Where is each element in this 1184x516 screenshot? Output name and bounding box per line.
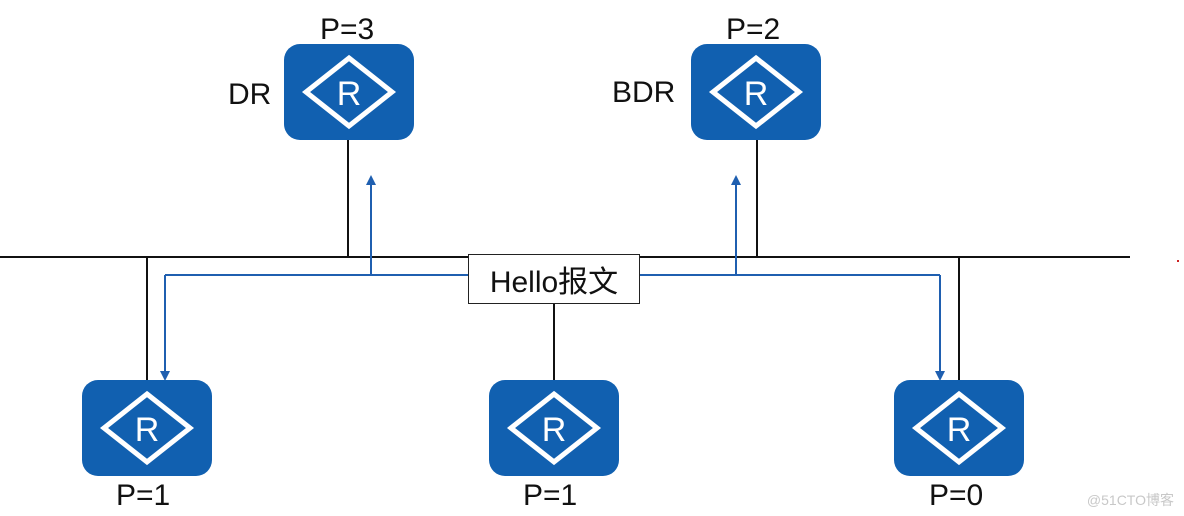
router-icon: R [691,44,821,140]
router-letter: R [337,75,362,113]
router-icon: R [284,44,414,140]
router-letter: R [947,411,972,449]
role-label-bdr: BDR [612,76,676,109]
router-icon: R [894,380,1024,476]
priority-label-bottom-left: P=1 [116,479,171,512]
priority-label-dr: P=3 [320,13,375,46]
hello-message-label: Hello报文 [468,254,640,304]
priority-label-bottom-center: P=1 [523,479,578,512]
watermark: @51CTO博客 [1086,492,1174,508]
priority-label-bottom-right: P=0 [929,479,984,512]
router-icon: R [82,380,212,476]
role-label-dr: DR [228,78,272,111]
priority-label-bdr: P=2 [726,13,781,46]
router-letter: R [135,411,160,449]
stray-dot [1177,260,1179,262]
router-letter: R [744,75,769,113]
router-letter: R [542,411,567,449]
router-icon: R [489,380,619,476]
